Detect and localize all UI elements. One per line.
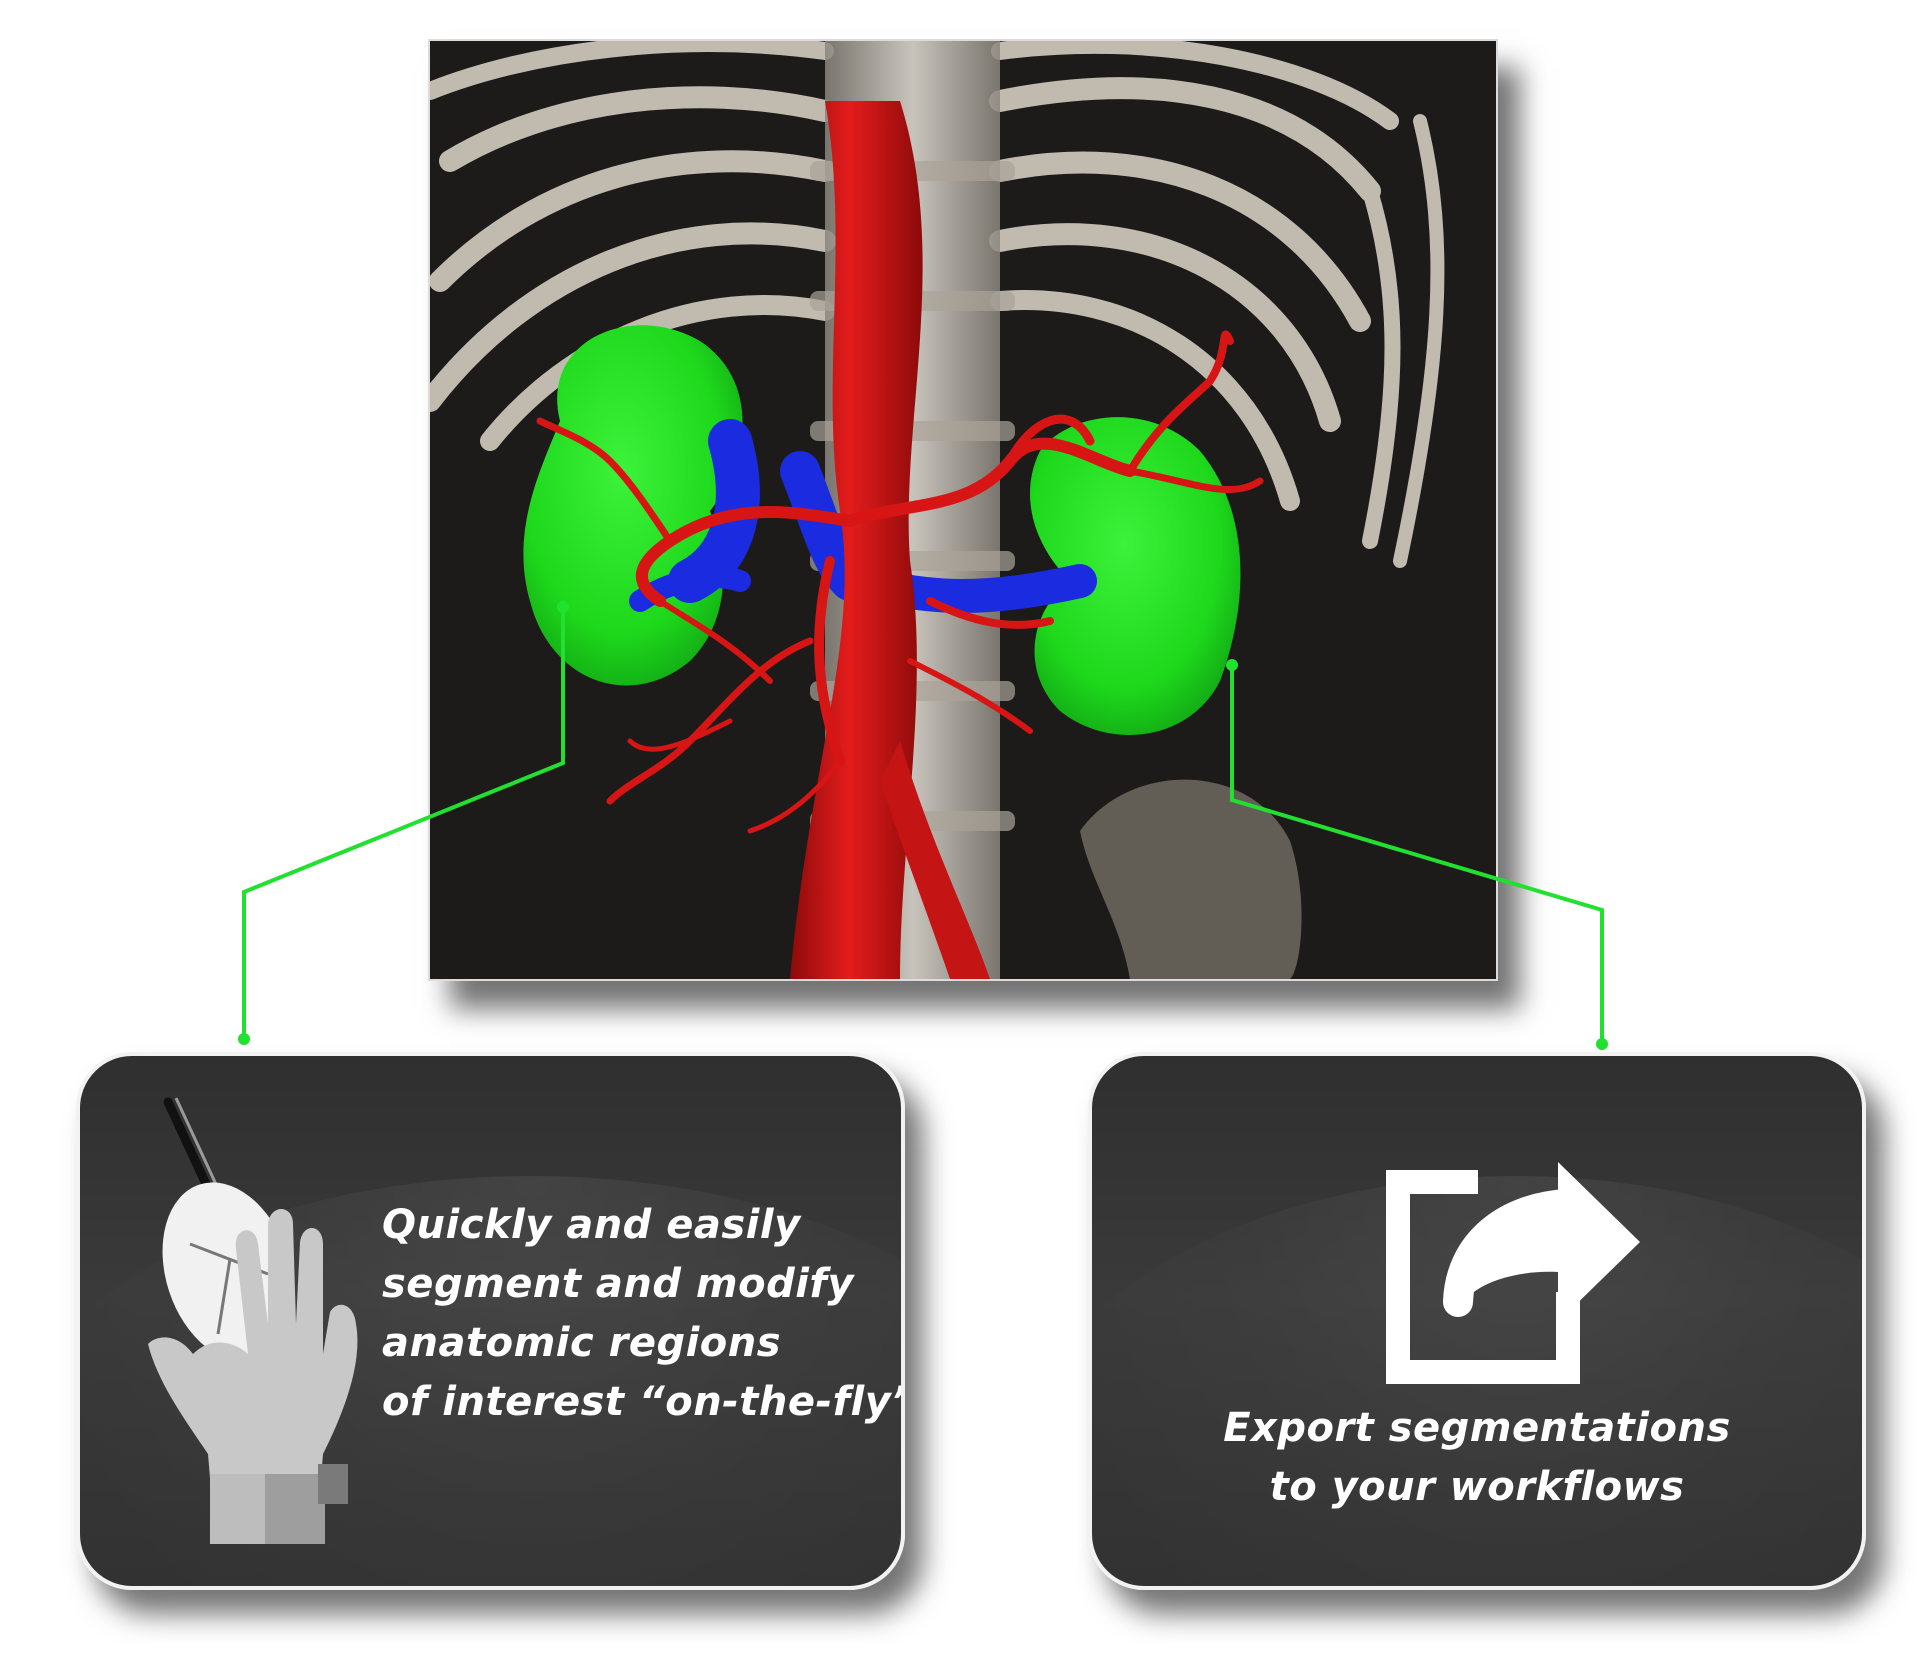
hand-mouse-icon	[118, 1094, 378, 1548]
segment-text-line-3: anatomic regions	[382, 1320, 782, 1366]
segment-text-line-4: of interest “on-the-fly”	[382, 1379, 905, 1425]
aorta	[790, 101, 923, 979]
render-illustration	[430, 41, 1496, 979]
connector-left-dot-bottom	[238, 1033, 250, 1045]
iliac-artery	[880, 741, 990, 979]
export-text-line-2: to your workflows	[1269, 1464, 1685, 1510]
share-export-icon	[1368, 1092, 1668, 1396]
ribs-right	[989, 41, 1445, 568]
export-feature-text: Export segmentations to your workflows	[1092, 1399, 1862, 1517]
segment-feature-panel: Quickly and easily segment and modify an…	[76, 1052, 905, 1590]
connector-right-dot-bottom	[1596, 1038, 1608, 1050]
right-kidney	[1030, 417, 1241, 735]
segment-feature-text: Quickly and easily segment and modify an…	[382, 1196, 905, 1432]
renal-veins	[629, 419, 1097, 613]
export-text-line-1: Export segmentations	[1223, 1405, 1731, 1451]
export-feature-panel: Export segmentations to your workflows	[1088, 1052, 1866, 1590]
arteries	[536, 330, 1264, 834]
segment-text-line-2: segment and modify	[382, 1261, 854, 1307]
segment-text-line-1: Quickly and easily	[382, 1202, 801, 1248]
3d-anatomy-render	[428, 39, 1498, 981]
